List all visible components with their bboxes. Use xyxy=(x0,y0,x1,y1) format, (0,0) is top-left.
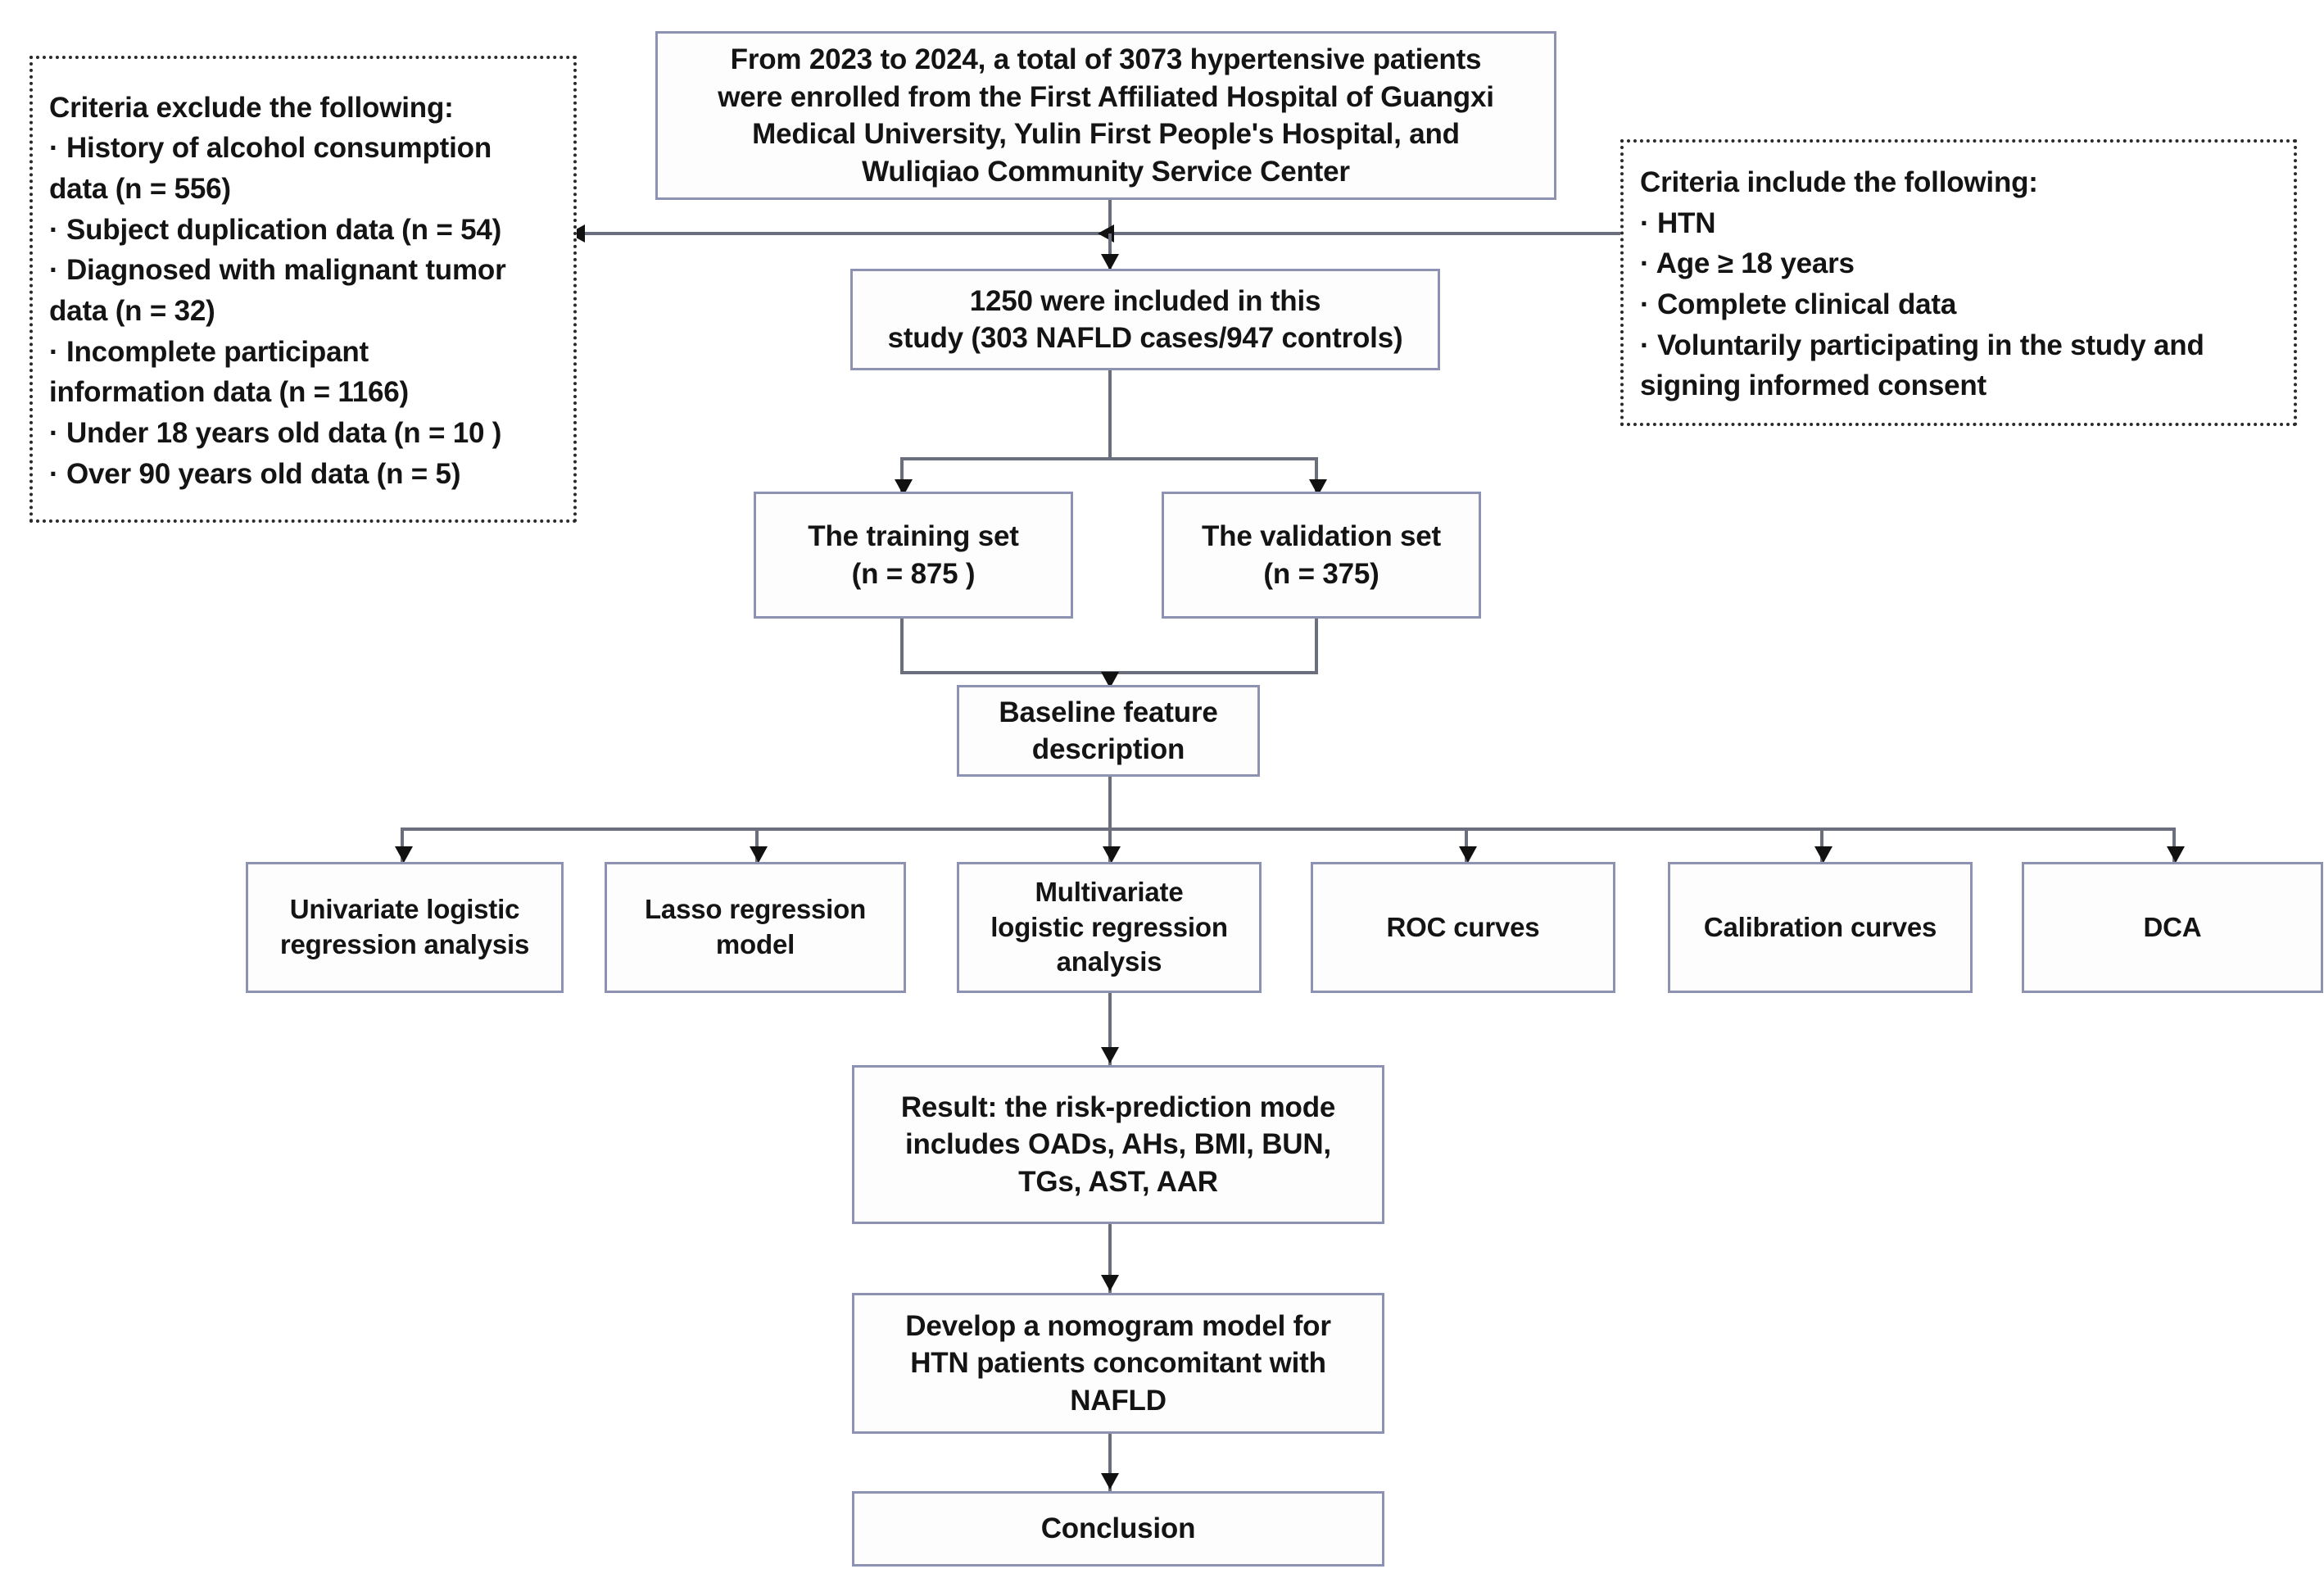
arrow-to-conclusion xyxy=(1101,1473,1119,1490)
node-nomogram-label: Develop a nomogram model for HTN patient… xyxy=(905,1309,1331,1417)
node-roc-curves[interactable]: ROC curves xyxy=(1311,862,1615,993)
node-lasso-regression-model[interactable]: Lasso regression model xyxy=(605,862,906,993)
node-multivariate-label: Multivariate logistic regression analysi… xyxy=(990,876,1228,977)
connector-baseline-down xyxy=(1108,777,1112,831)
connector-result-down xyxy=(1108,1224,1112,1295)
node-result-risk-prediction-model[interactable]: Result: the risk-prediction mode include… xyxy=(852,1065,1384,1224)
connector-training-down xyxy=(900,619,904,674)
connector-fanout-bar xyxy=(401,828,2176,831)
arrow-to-multivariate xyxy=(1103,846,1121,863)
node-dca-label: DCA xyxy=(2143,911,2202,942)
node-calibration-curves[interactable]: Calibration curves xyxy=(1668,862,1973,993)
arrow-to-calibration xyxy=(1814,846,1832,863)
arrow-to-roc xyxy=(1459,846,1477,863)
connector-included-down xyxy=(1108,370,1112,460)
node-conclusion-label: Conclusion xyxy=(1040,1512,1196,1545)
arrow-to-baseline xyxy=(1101,672,1119,688)
node-univariate-logistic-regression[interactable]: Univariate logistic regression analysis xyxy=(246,862,564,993)
connector-split-bar xyxy=(900,457,1318,460)
arrow-to-included-box xyxy=(1101,254,1119,270)
connector-fanout-4 xyxy=(1465,828,1468,862)
node-roc-label: ROC curves xyxy=(1386,911,1540,942)
node-calibration-label: Calibration curves xyxy=(1703,911,1937,942)
exclusion-criteria-text: Criteria exclude the following: · Histor… xyxy=(49,91,506,490)
arrow-to-lasso xyxy=(750,846,768,863)
connector-split-left xyxy=(900,457,904,497)
arrow-to-univariate xyxy=(395,846,413,863)
node-lasso-label: Lasso regression model xyxy=(644,894,867,959)
connector-fanout-5 xyxy=(1820,828,1823,862)
connector-validation-down xyxy=(1315,619,1318,674)
exclusion-criteria-box: Criteria exclude the following: · Histor… xyxy=(29,56,577,523)
arrow-to-result xyxy=(1101,1047,1119,1063)
connector-fanout-6 xyxy=(2172,828,2176,862)
arrow-to-dca xyxy=(2167,846,2185,863)
node-result-label: Result: the risk-prediction mode include… xyxy=(900,1091,1336,1198)
inclusion-criteria-box: Criteria include the following: · HTN · … xyxy=(1620,139,2297,426)
connector-multivariate-down xyxy=(1108,993,1112,1067)
connector-split-right xyxy=(1315,457,1318,497)
node-training-set-label: The training set (n = 875 ) xyxy=(808,520,1019,590)
node-baseline-feature-description[interactable]: Baseline feature description xyxy=(957,685,1260,777)
node-training-set[interactable]: The training set (n = 875 ) xyxy=(754,492,1073,619)
connector-enrollment-down xyxy=(1108,200,1112,237)
node-included-label: 1250 were included in this study (303 NA… xyxy=(887,284,1403,355)
arrow-to-nomogram xyxy=(1101,1275,1119,1291)
node-develop-nomogram-model[interactable]: Develop a nomogram model for HTN patient… xyxy=(852,1293,1384,1434)
connector-fanout-1 xyxy=(401,828,404,862)
node-multivariate-logistic-regression[interactable]: Multivariate logistic regression analysi… xyxy=(957,862,1262,993)
node-conclusion[interactable]: Conclusion xyxy=(852,1491,1384,1567)
connector-nomogram-down xyxy=(1108,1434,1112,1493)
node-enrollment-label: From 2023 to 2024, a total of 3073 hyper… xyxy=(718,43,1494,188)
node-enrollment[interactable]: From 2023 to 2024, a total of 3073 hyper… xyxy=(655,31,1556,200)
inclusion-criteria-text: Criteria include the following: · HTN · … xyxy=(1640,166,2204,402)
node-univariate-label: Univariate logistic regression analysis xyxy=(279,894,530,959)
arrow-center-marker xyxy=(1098,224,1114,243)
node-validation-set[interactable]: The validation set (n = 375) xyxy=(1162,492,1481,619)
node-baseline-label: Baseline feature description xyxy=(999,696,1218,766)
node-dca[interactable]: DCA xyxy=(2022,862,2323,993)
node-included[interactable]: 1250 were included in this study (303 NA… xyxy=(850,269,1440,370)
node-validation-set-label: The validation set (n = 375) xyxy=(1201,520,1442,590)
connector-fanout-3 xyxy=(1108,828,1112,862)
connector-fanout-2 xyxy=(755,828,759,862)
connector-to-included xyxy=(1108,234,1112,270)
